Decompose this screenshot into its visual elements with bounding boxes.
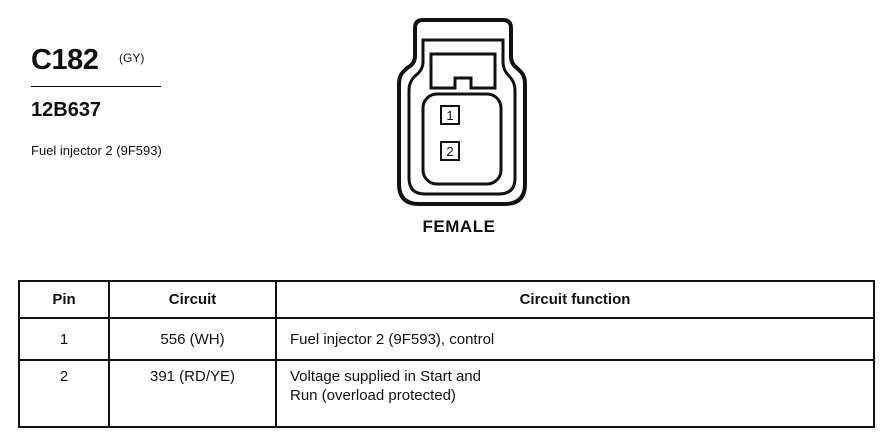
connector-color-code: (GY)	[119, 51, 145, 65]
circuit-cell: 556 (WH)	[108, 317, 277, 361]
circuit-function-cell: Fuel injector 2 (9F593), control	[275, 317, 875, 361]
circuit-function-line: Voltage supplied in Start and	[290, 368, 481, 385]
circuit-function-line: Fuel injector 2 (9F593), control	[290, 330, 495, 348]
circuit-cell: 391 (RD/YE)	[108, 359, 277, 428]
connector-pin-body	[421, 92, 503, 186]
pin-cell: 1	[18, 317, 110, 361]
connector-description: Fuel injector 2 (9F593)	[31, 143, 162, 158]
table-row: 2 391 (RD/YE) Voltage supplied in Start …	[18, 359, 875, 428]
cavity-2-label: 2	[446, 144, 453, 159]
cavity-2-box	[440, 141, 460, 161]
connector-gender-label: FEMALE	[422, 217, 496, 236]
connector-id: C182	[31, 44, 99, 76]
table-row: 1 556 (WH) Fuel injector 2 (9F593), cont…	[18, 317, 875, 361]
table-header-row: Pin Circuit Circuit function	[18, 280, 875, 319]
connector-inner-shell	[407, 38, 517, 196]
part-number: 12B637	[31, 99, 102, 121]
connector-outer-shell	[397, 18, 527, 206]
cavity-1-label: 1	[446, 108, 453, 123]
connector-face-diagram: 1 2	[397, 18, 527, 206]
pin-cell: 2	[18, 359, 110, 428]
title-divider	[31, 86, 161, 87]
header-circuit: Circuit	[108, 280, 277, 319]
circuit-function-line: Run (overload protected)	[290, 386, 456, 404]
connector-lock-tab	[429, 52, 497, 90]
pinout-table: Pin Circuit Circuit function 1 556 (WH) …	[18, 280, 875, 428]
cavity-1-box	[440, 105, 460, 125]
header-pin: Pin	[18, 280, 110, 319]
header-circuit-function: Circuit function	[275, 280, 875, 319]
